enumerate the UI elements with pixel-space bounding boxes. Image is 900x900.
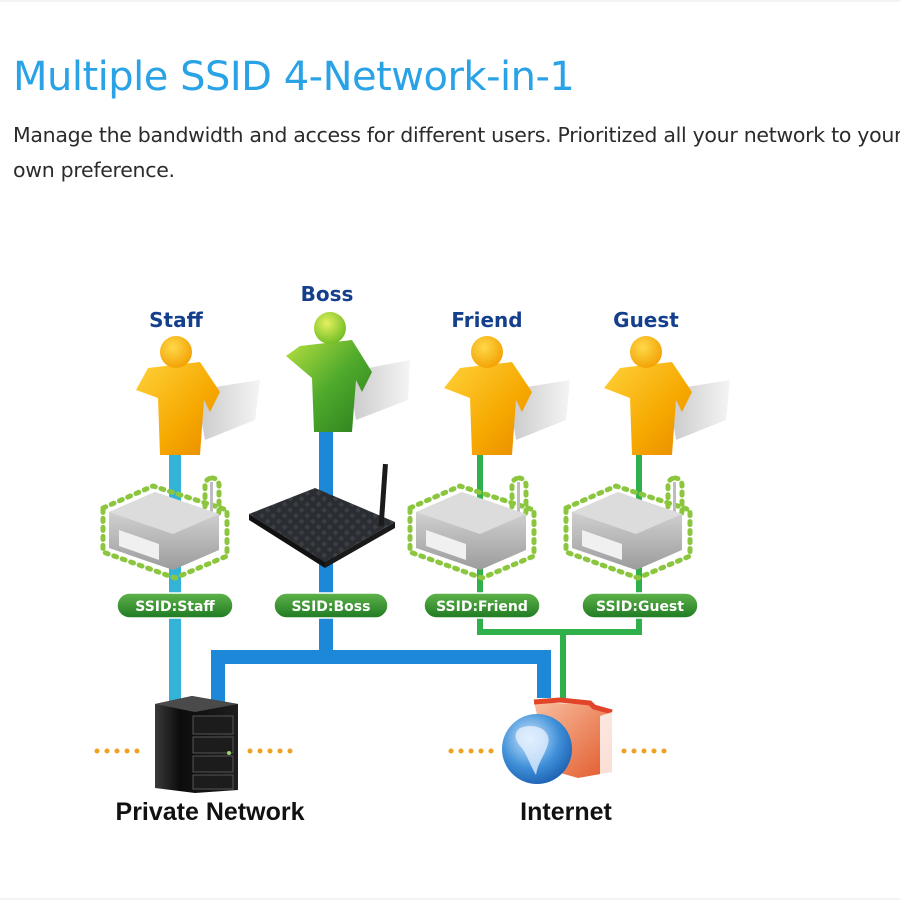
boss-link-bus — [211, 650, 551, 664]
ssid-label-guest: SSID:Guest — [596, 599, 684, 615]
user-label-staff: Staff — [149, 308, 203, 332]
router-icon — [563, 475, 693, 581]
ssid-badge-guest: SSID:Guest — [581, 592, 699, 619]
internet-label: Internet — [520, 798, 612, 826]
top-divider — [0, 0, 900, 2]
dots-left — [448, 748, 494, 754]
person-icon — [286, 312, 410, 432]
person-icon — [136, 336, 260, 455]
server-icon — [155, 696, 238, 793]
boss-link-to-internet — [537, 650, 551, 698]
user-label-guest: Guest — [613, 308, 679, 332]
ssid-badge-friend: SSID:Friend — [423, 592, 541, 619]
router-icon — [407, 475, 537, 581]
guest-friend-bus — [477, 629, 642, 635]
ssid-badge-boss: SSID:Boss — [273, 592, 389, 619]
router-icon — [249, 463, 395, 568]
router-icon — [100, 475, 230, 581]
user-boss: Boss — [286, 282, 410, 432]
user-label-friend: Friend — [451, 308, 522, 332]
globe-icon — [502, 714, 572, 784]
ssid-label-boss: SSID:Boss — [292, 599, 371, 615]
user-guest: Guest — [604, 308, 730, 455]
ssid-badge-staff: SSID:Staff — [116, 592, 234, 619]
person-icon — [604, 336, 730, 455]
router-friend — [407, 475, 537, 581]
guest-link-to-internet — [560, 629, 566, 701]
page-description: Manage the bandwidth and access for diff… — [13, 123, 900, 182]
router-staff — [100, 475, 230, 581]
staff-link — [169, 440, 181, 702]
ssid-label-friend: SSID:Friend — [436, 599, 528, 615]
boss-link-to-server — [211, 650, 225, 705]
user-label-boss: Boss — [301, 282, 354, 306]
router-boss — [249, 463, 395, 568]
person-icon — [444, 336, 570, 455]
user-staff: Staff — [136, 308, 260, 455]
internet-node: Internet — [448, 697, 667, 826]
user-friend: Friend — [444, 308, 570, 455]
dots-right — [247, 748, 293, 754]
dots-right — [621, 748, 667, 754]
private-network-label: Private Network — [116, 798, 305, 826]
dots-left — [94, 748, 140, 754]
page-title: Multiple SSID 4-Network-in-1 — [13, 54, 575, 100]
bottom-divider — [0, 898, 900, 900]
router-guest — [563, 475, 693, 581]
ssid-label-staff: SSID:Staff — [135, 599, 215, 615]
private-network-node: Private Network — [94, 696, 305, 826]
